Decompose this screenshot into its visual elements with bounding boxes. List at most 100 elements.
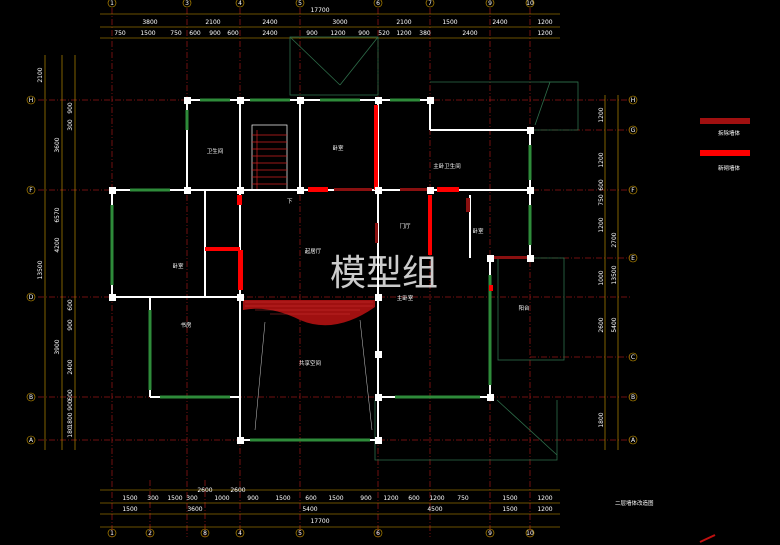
bottom-axis-10: 10 [526,530,534,537]
left-inner-5: 900 [67,399,74,411]
right-dim-2: 1200 [598,152,605,167]
top-sub-12: 1200 [396,30,411,37]
left-axis-F: F [29,187,33,194]
top-axis-5: 5 [298,0,302,7]
left-axis-bubbles [26,95,36,445]
left-axis-H: H [29,97,34,104]
top-dim-8: 1200 [537,19,552,26]
right-dim-total: 13500 [611,265,618,284]
left-axis-B: B [29,394,33,401]
left-dim-1: 2100 [37,67,44,82]
left-inner-1: 900 [67,102,74,114]
left-dim-7: 1800 [67,412,74,427]
drawing-title: 二层墙体改造图 [615,499,654,507]
right-dim-7: 1000 [598,270,605,285]
bottom-dim-16: 1200 [537,495,552,502]
bottom-sub-3: 5400 [302,506,317,513]
top-total-dim: 17700 [310,7,329,14]
stair-down-label: 下 [287,198,293,205]
top-sub-14: 2400 [462,30,477,37]
bottom-axis-9: 9 [488,530,492,537]
right-dim-9: 5400 [611,317,618,332]
top-dim-3: 2400 [262,19,277,26]
bottom-axis-bubbles [107,528,535,538]
legend-new-label: 新砌墙体 [718,164,741,172]
demolished-walls [334,188,530,259]
top-sub-9: 1200 [330,30,345,37]
bottom-mini-2: 2600 [230,487,245,494]
right-dim-8: 2600 [598,317,605,332]
bottom-axis-8: 8 [203,530,207,537]
top-axis-1: 1 [110,0,114,7]
room-living: 起居厅 [305,248,322,255]
top-axis-3: 3 [185,0,189,7]
right-dim-10: 1800 [598,412,605,427]
bottom-dim-2: 300 [147,495,159,502]
bottom-sub-4: 4500 [427,506,442,513]
top-axis-9: 9 [488,0,492,7]
bottom-axis-2: 2 [148,530,152,537]
room-bedroom-2: 卧室 [172,262,184,270]
top-axis-7: 7 [428,0,432,7]
room-bedroom-1: 卧室 [332,144,344,152]
left-dim-total: 13500 [37,260,44,279]
bottom-dim-7: 1500 [275,495,290,502]
bottom-dim-14: 750 [457,495,469,502]
bottom-total-dim: 17700 [310,518,329,525]
top-axis-4: 4 [238,0,242,7]
right-axis-E: E [631,255,635,262]
right-dim-6: 2700 [611,232,618,247]
left-dim-4: 4200 [54,237,61,252]
right-axis-bubbles [628,95,638,445]
left-inner-3: 900 [67,319,74,331]
top-sub-13: 380 [419,30,431,37]
room-void: 共享空间 [299,359,321,367]
left-inner-6: 600 [67,389,74,401]
bottom-dim-10: 900 [360,495,372,502]
left-dim-2: 3600 [54,137,61,152]
room-balcony: 阳台 [518,304,530,312]
right-axis-A: A [631,437,636,444]
bottom-dim-6: 900 [247,495,259,502]
top-dim-4: 3000 [332,19,347,26]
left-inner-7: 180 [67,426,74,438]
projection-outlines [289,36,579,461]
left-dim-3: 6570 [54,207,61,222]
top-sub-10: 900 [358,30,370,37]
bottom-dim-12: 600 [408,495,420,502]
top-dim-1: 3800 [142,19,157,26]
top-sub-5: 900 [209,30,221,37]
bottom-dim-13: 1200 [429,495,444,502]
watermark: 模型组 [330,253,438,294]
bottom-dim-15: 1500 [502,495,517,502]
top-sub-15: 1200 [537,30,552,37]
bottom-dim-9: 1500 [328,495,343,502]
bottom-dim-5: 1000 [214,495,229,502]
right-dim-1: 1200 [598,107,605,122]
top-axis-10: 10 [526,0,534,7]
void-hatch-lines [245,301,373,315]
top-dim-6: 1500 [442,19,457,26]
bottom-axis-4: 4 [238,530,242,537]
left-inner-2: 300 [67,119,74,131]
bottom-sub-6: 1200 [537,506,552,513]
right-axis-C: C [631,354,635,361]
top-sub-4: 600 [189,30,201,37]
bottom-sub-1: 1500 [122,506,137,513]
top-sub-7: 2400 [262,30,277,37]
right-axis-F: F [631,187,635,194]
right-dim-3: 600 [598,179,605,191]
new-walls [205,105,493,291]
right-axis-G: G [631,127,636,134]
bottom-dim-4: 300 [186,495,198,502]
bottom-sub-2: 3600 [187,506,202,513]
right-dim-4: 750 [598,194,605,206]
top-sub-1: 750 [114,30,126,37]
room-bedroom-3: 卧室 [472,227,484,235]
void-cross-lines [254,319,373,431]
room-master: 主卧室 [397,294,414,302]
void-slab-hatch [243,300,375,326]
bottom-mini-1: 2600 [197,487,212,494]
top-dim-7: 2400 [492,19,507,26]
